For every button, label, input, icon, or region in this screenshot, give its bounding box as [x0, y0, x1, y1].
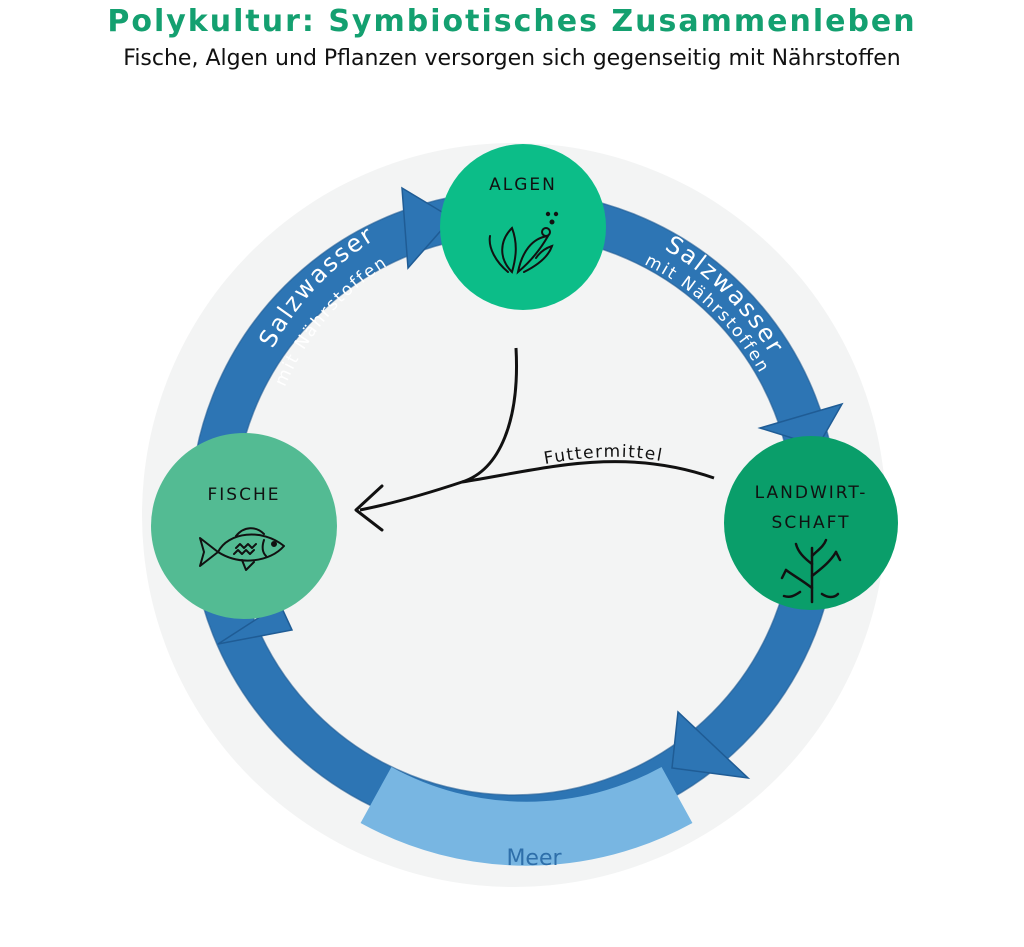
page-title: Polykultur: Symbiotisches Zusammenleben [107, 4, 917, 39]
background-disc [142, 143, 886, 887]
node-landwirtschaft-label-line1: LANDWIRT- [755, 483, 868, 503]
sea-label: Meer [506, 846, 562, 871]
node-fische-label: FISCHE [208, 485, 281, 505]
node-landwirtschaft: LANDWIRT- SCHAFT [724, 436, 898, 610]
node-algen: ALGEN [440, 144, 606, 310]
sea-segment [360, 766, 693, 866]
arrow-to-sea-icon [671, 710, 751, 780]
arrow-to-algen-icon [401, 186, 454, 270]
node-landwirtschaft-label-line2: SCHAFT [772, 513, 851, 533]
node-algen-label: ALGEN [489, 175, 557, 195]
plant-icon [780, 538, 842, 604]
feed-branch-line [461, 460, 715, 484]
arrow-to-landwirtschaft-icon [757, 402, 844, 447]
seaweed-icon [488, 211, 559, 275]
node-fische: FISCHE [151, 433, 337, 619]
page-subtitle: Fische, Algen und Pflanzen versorgen sic… [123, 46, 901, 71]
feed-arrowhead-icon [354, 484, 384, 532]
fish-icon [199, 527, 285, 571]
